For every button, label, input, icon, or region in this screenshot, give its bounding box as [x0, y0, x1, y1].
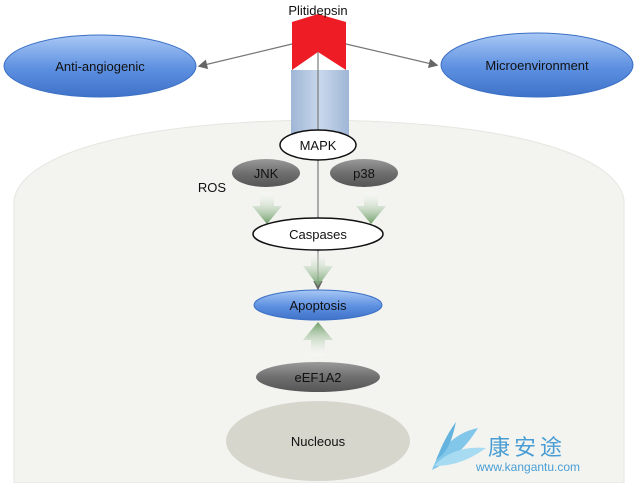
- apoptosis-label: Apoptosis: [289, 298, 347, 313]
- nucleus-label: Nucleous: [291, 434, 346, 449]
- mapk-label: MAPK: [300, 138, 337, 153]
- jnk-node: [232, 159, 300, 187]
- p38-label: p38: [353, 166, 375, 181]
- caspases-node: [252, 217, 384, 251]
- arrow-p38-to-caspases: [356, 192, 386, 224]
- arrow-eef1a2-to-apoptosis: [303, 322, 333, 356]
- apoptosis-node: [253, 289, 383, 321]
- eef1a2-label: eEF1A2: [295, 370, 342, 385]
- anti-angiogenic-node: [3, 34, 197, 98]
- microenvironment-label: Microenvironment: [485, 58, 589, 73]
- eef1a2-node: [256, 362, 380, 392]
- arrow-to-anti-angiogenic: [197, 43, 293, 69]
- watermark-url: www.kangantu.com: [475, 460, 580, 474]
- anti-angiogenic-label: Anti-angiogenic: [55, 59, 145, 74]
- p38-node: [330, 159, 398, 187]
- nucleus: [226, 401, 410, 481]
- watermark-cn: 康安途: [488, 436, 566, 461]
- watermark: 康安途 www.kangantu.com: [432, 422, 580, 474]
- mapk-node: [279, 129, 357, 161]
- plitidepsin-label: Plitidepsin: [288, 3, 347, 18]
- jnk-label: JNK: [254, 166, 279, 181]
- ros-label: ROS: [198, 180, 227, 195]
- arrow-to-microenvironment: [345, 43, 439, 69]
- arrow-caspases-to-apoptosis: [303, 252, 333, 286]
- arrow-jnk-to-caspases: [252, 192, 282, 224]
- microenvironment-node: [440, 32, 634, 98]
- watermark-leaf-icon: [432, 422, 486, 470]
- plitidepsin-drug-shape: [292, 14, 346, 70]
- caspases-label: Caspases: [289, 227, 347, 242]
